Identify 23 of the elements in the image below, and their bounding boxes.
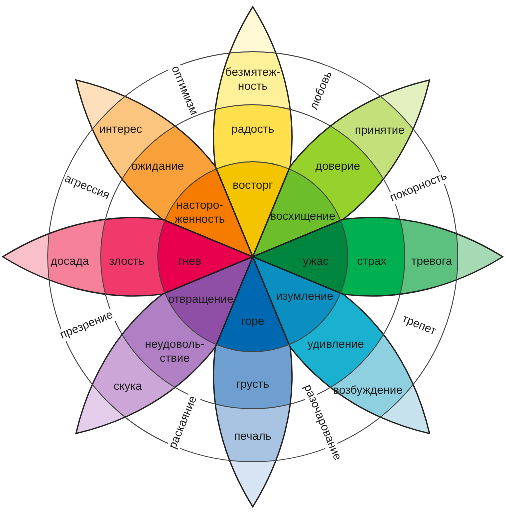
emotion-label: безмятеж-ность: [222, 66, 284, 94]
emotion-label: насторо-женность: [169, 199, 231, 227]
emotion-label: восторг: [232, 179, 274, 193]
emotion-label: грусть: [236, 378, 270, 392]
emotion-label: тревога: [412, 255, 452, 269]
emotion-label: ужас: [303, 255, 329, 269]
emotion-label: злость: [109, 255, 145, 269]
emotion-label: досада: [50, 255, 90, 269]
emotion-label: гнев: [178, 255, 202, 269]
emotion-label: скука: [114, 380, 142, 394]
emotion-label: ожидание: [132, 160, 184, 174]
emotion-label: восхищение: [270, 210, 336, 224]
emotion-label: радость: [232, 123, 274, 137]
emotion-label: отвращение: [168, 293, 234, 307]
emotion-label: печаль: [234, 430, 272, 444]
emotion-label: принятие: [355, 124, 405, 138]
emotion-label: страх: [357, 255, 387, 269]
emotion-label: неудоволь-ствие: [142, 338, 208, 366]
emotion-label: горе: [241, 315, 265, 329]
emotion-label: интерес: [100, 123, 142, 137]
emotion-label: доверие: [316, 160, 360, 174]
emotion-label: удивление: [308, 338, 364, 352]
emotion-label: изумление: [276, 290, 334, 304]
